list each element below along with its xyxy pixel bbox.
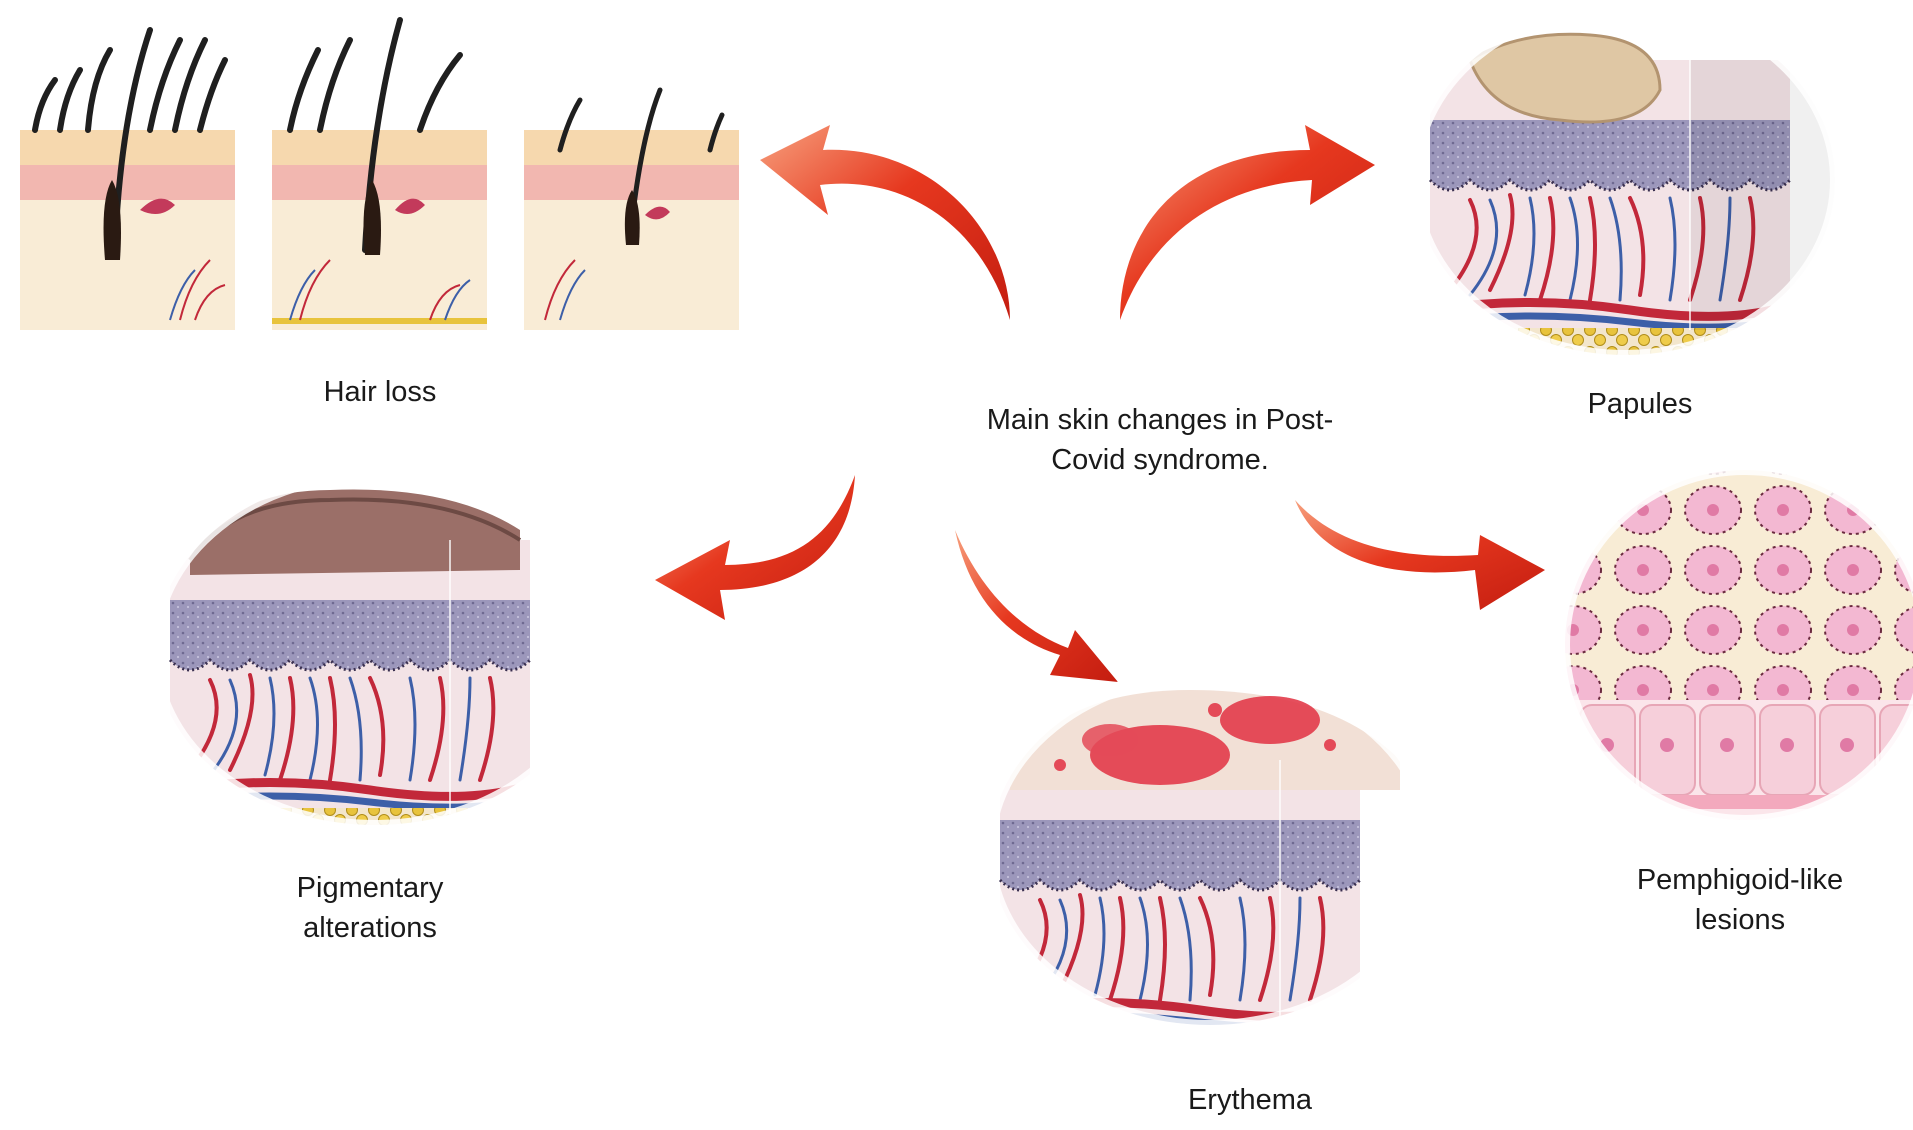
hair-panel-dense — [20, 27, 235, 330]
arrow-to-pemphigoid — [1295, 500, 1545, 610]
label-pemphigoid-like-lesions: Pemphigoid-like lesions — [1600, 860, 1880, 940]
label-pemphigoid-line1: Pemphigoid-like — [1636, 864, 1844, 896]
arrow-to-erythema — [955, 530, 1118, 682]
label-erythema: Erythema — [1187, 1084, 1313, 1116]
papules-illustration — [1406, 0, 1844, 364]
hair-panel-sparse — [524, 87, 739, 330]
center-title: Main skin changes in Post- Covid syndrom… — [895, 400, 1425, 480]
label-pigmentary-line1: Pigmentary — [296, 872, 444, 904]
pemphigoid-illustration — [1556, 461, 1913, 829]
arrow-to-hair-loss — [760, 125, 1010, 320]
label-pemphigoid-line2: lesions — [1694, 904, 1786, 936]
center-title-line1: Main skin changes in Post- — [986, 404, 1334, 436]
label-pigmentary-alterations: Pigmentary alterations — [250, 868, 490, 948]
arrow-to-pigmentary — [655, 475, 855, 620]
center-title-line2: Covid syndrome. — [1051, 444, 1269, 476]
label-papules: Papules — [1587, 388, 1693, 420]
erythema-illustration — [981, 666, 1439, 1034]
hair-loss-illustration — [20, 17, 739, 330]
pigmentary-illustration — [146, 466, 604, 834]
arrow-to-papules — [1120, 125, 1375, 320]
label-hair-loss: Hair loss — [323, 376, 437, 408]
hair-panel-medium — [272, 17, 487, 330]
label-pigmentary-line2: alterations — [303, 912, 437, 944]
